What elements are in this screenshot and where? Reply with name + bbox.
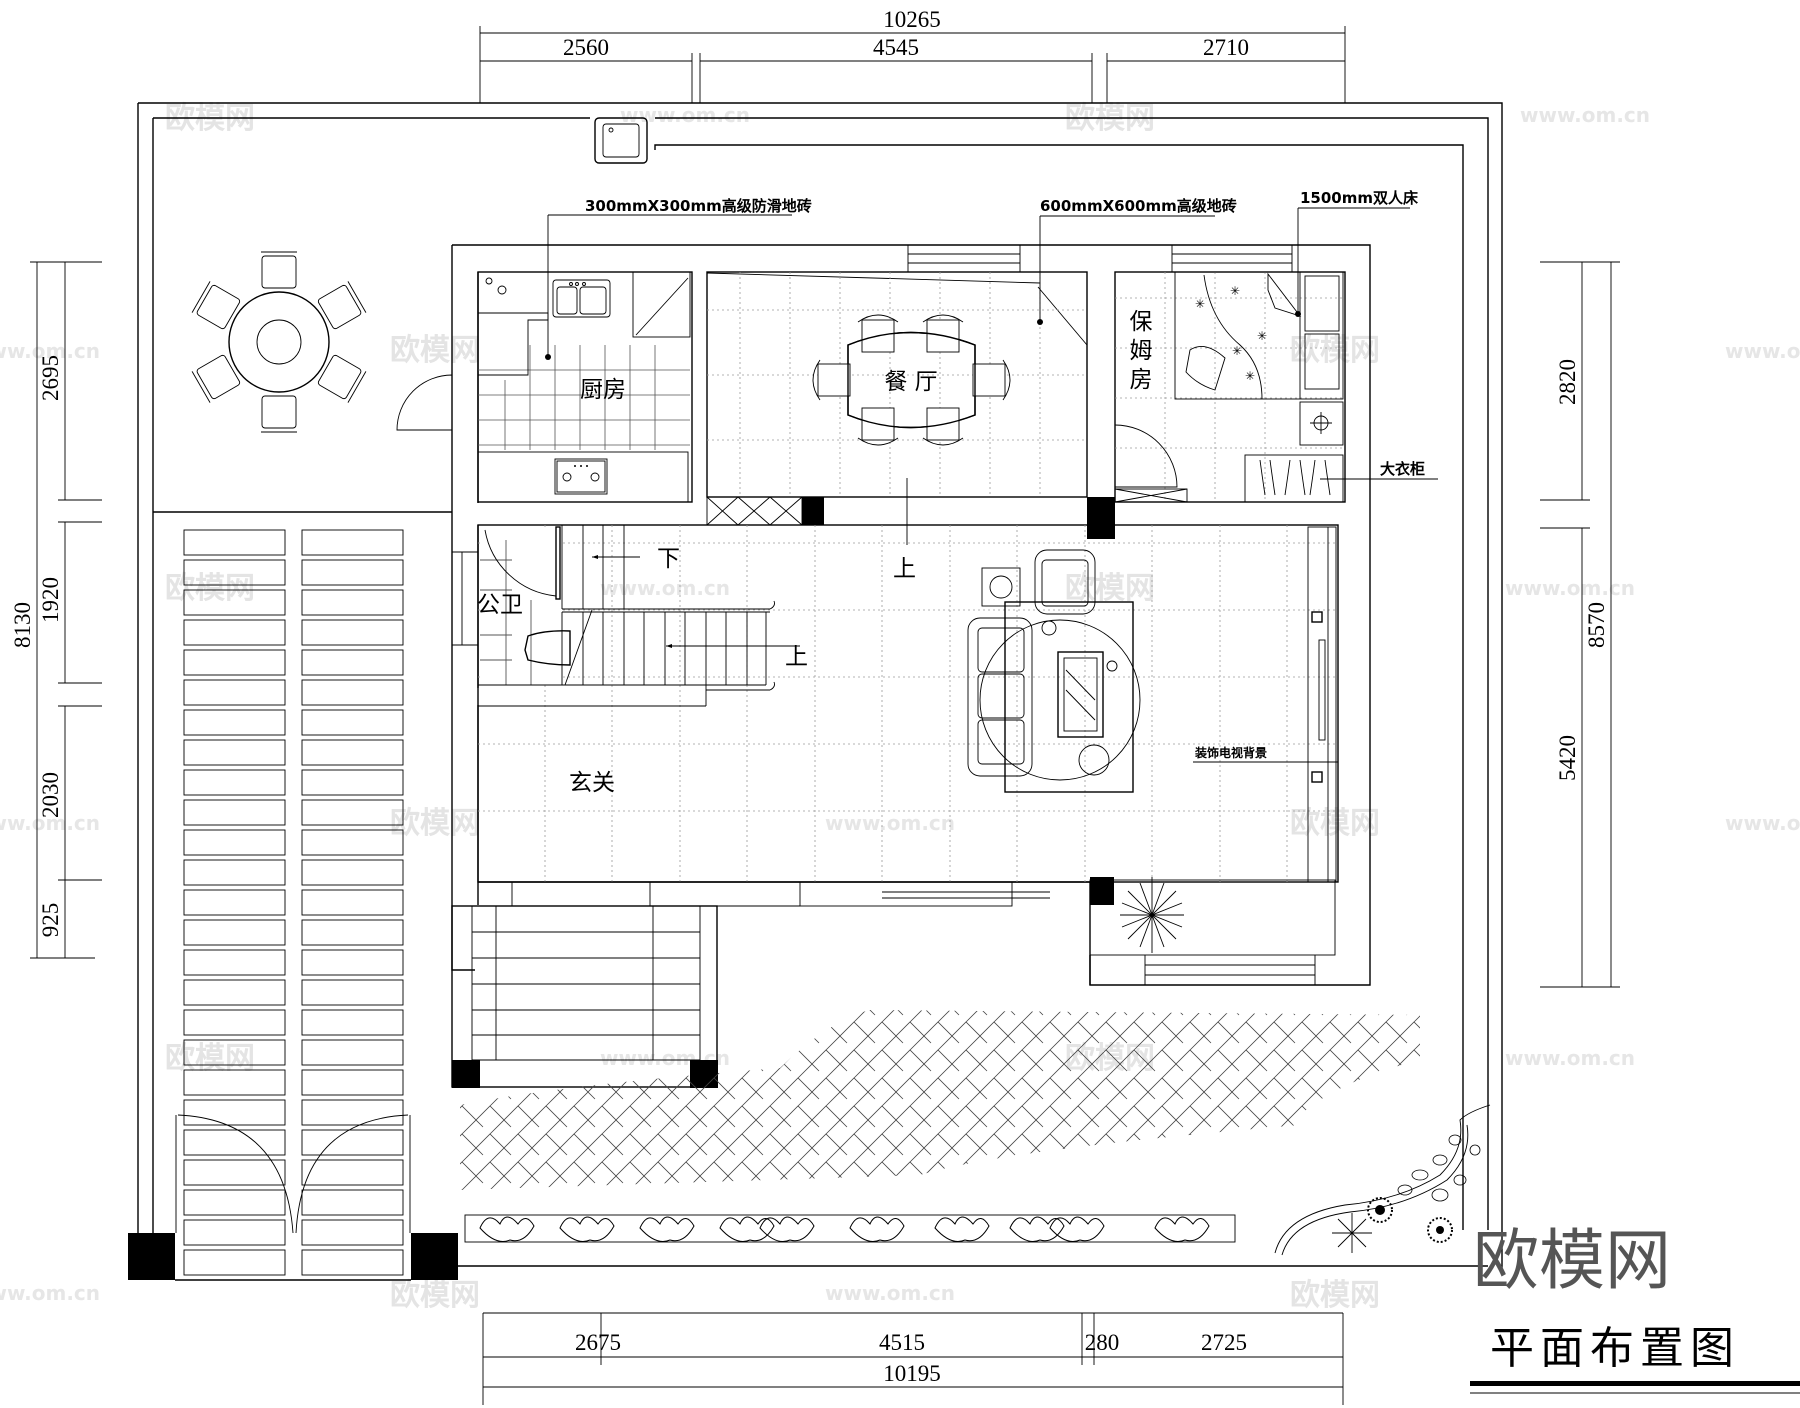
tv-wall-label: 装饰电视背景 (1194, 745, 1267, 760)
title-underline-thick (1470, 1381, 1800, 1386)
room-label-nanny-3: 房 (1130, 367, 1153, 393)
dim-right-total: 8570 (1584, 602, 1609, 648)
hedge-row (464, 1214, 1236, 1243)
room-label-dining: 餐 厅 (884, 369, 937, 395)
kitchen-room: 厨房 (477, 271, 693, 503)
tv-wall: 装饰电视背景 (1193, 526, 1338, 883)
svg-text:✳: ✳ (1230, 284, 1240, 298)
svg-text:✳: ✳ (1232, 344, 1242, 358)
toilet-icon (524, 630, 571, 666)
watermark: 欧模网 (1065, 571, 1155, 606)
gate-pillar-left (128, 1233, 175, 1280)
watermark-url: www.om.cn (0, 811, 100, 835)
watermark: 欧模网 (390, 333, 480, 368)
annotation-wardrobe: 大衣柜 (1320, 460, 1438, 480)
watermark-url: www.om.cn (1505, 1046, 1635, 1070)
side-porch (1089, 877, 1336, 985)
watermark: 欧模网 (390, 1278, 480, 1313)
wardrobe-label: 大衣柜 (1380, 460, 1425, 478)
gate-double-door (128, 1114, 458, 1281)
living-area: 公卫 (452, 524, 1339, 883)
kitchen-tile-label: 300mmX300mm高级防滑地砖 (585, 197, 812, 215)
stair-up-label: 上 (785, 644, 808, 670)
herringbone-paving (460, 1010, 1420, 1190)
dim-left-seg-2: 1920 (38, 577, 63, 623)
staircase: 下 上 上 (478, 525, 916, 707)
rock-garden (1274, 1104, 1491, 1256)
watermark-url: www.om.cn (600, 576, 730, 600)
watermark: 欧模网 (165, 571, 255, 606)
dim-left-seg-1: 2695 (38, 355, 63, 401)
watermark-url: www.om.cn (825, 1281, 955, 1305)
dim-top-seg-3: 2710 (1203, 35, 1249, 60)
dim-top-seg-2: 4545 (873, 35, 919, 60)
dining-up-label: 上 (893, 556, 916, 582)
dim-right-seg-2: 5420 (1555, 735, 1580, 781)
double-bed-icon: ✳ ✳ ✳ ✳ ✳ (1174, 271, 1344, 400)
watermark: 欧模网 (1290, 806, 1380, 841)
left-dimensions: 8130 2695 1920 2030 925 (10, 261, 102, 959)
wardrobe-icon (1244, 454, 1344, 503)
dim-bottom-seg-1: 2675 (575, 1330, 621, 1355)
dim-bottom-seg-4: 2725 (1201, 1330, 1247, 1355)
dining-table-icon (812, 314, 1011, 446)
stove-icon (554, 458, 608, 495)
annotation-floor-tile: 600mmX600mm高级地砖 (1037, 197, 1237, 325)
watermark-url: www.om.cn (1725, 811, 1800, 835)
drawing-title: 平面布置图 (1490, 1323, 1740, 1374)
dim-right-seg-1: 2820 (1555, 359, 1580, 405)
sofa-set-icon (967, 549, 1141, 793)
stair-down-label: 下 (657, 546, 680, 572)
public-bathroom: 公卫 (452, 526, 593, 686)
right-dimensions: 2820 8570 5420 (1540, 261, 1620, 988)
nanny-room: ✳ ✳ ✳ ✳ ✳ 保 姆 房 (1114, 271, 1346, 503)
room-label-public-bath: 公卫 (477, 592, 523, 618)
nightstand-icon (1299, 401, 1344, 446)
potted-plant-icon (1120, 877, 1184, 953)
annotation-kitchen-tile: 300mmX300mm高级防滑地砖 (545, 197, 812, 360)
watermark-url: www.om.cn (0, 339, 100, 363)
watermark-url: www.om.cn (1520, 103, 1650, 127)
watermark-url: www.om.cn (1725, 339, 1800, 363)
annotation-double-bed: 1500mm双人床 (1295, 189, 1419, 317)
watermark: 欧模网 (1290, 1278, 1380, 1313)
brand-watermark: 欧模网 (1473, 1222, 1671, 1299)
sink-icon (594, 117, 648, 164)
double-bed-label: 1500mm双人床 (1300, 189, 1419, 207)
dining-room: 餐 厅 (706, 271, 1115, 545)
room-label-nanny-1: 保 (1130, 309, 1153, 335)
room-label-kitchen: 厨房 (580, 377, 626, 403)
watermark-url: www.om.cn (0, 1281, 100, 1305)
dim-top-seg-1: 2560 (563, 35, 609, 60)
watermarks: 欧模网 www.om.cn 欧模网 www.om.cn www.om.cn 欧模… (0, 101, 1800, 1313)
svg-text:✳: ✳ (1257, 329, 1267, 343)
watermark-url: www.om.cn (825, 811, 955, 835)
bottom-dimensions: 2675 4515 280 2725 10195 (482, 1312, 1344, 1405)
kitchen-sink-icon (552, 279, 611, 318)
dim-left-seg-4: 925 (38, 903, 63, 938)
dim-bottom-total: 10195 (883, 1361, 941, 1386)
site-boundary (137, 102, 1503, 1270)
floor-tile-label: 600mmX600mm高级地砖 (1040, 197, 1237, 215)
dim-bottom-seg-3: 280 (1085, 1330, 1120, 1355)
room-label-nanny-2: 姆 (1130, 338, 1153, 364)
gate-pillar-right (411, 1233, 458, 1280)
svg-text:✳: ✳ (1195, 297, 1205, 311)
round-dining-table-icon (191, 251, 367, 433)
paver-strip-left (183, 529, 404, 1276)
top-dimensions: 10265 2560 4545 2710 (479, 7, 1346, 103)
watermark-url: www.om.cn (620, 103, 750, 127)
dim-left-total: 8130 (10, 602, 35, 648)
kitchen-side-door (396, 374, 453, 431)
dim-left-seg-3: 2030 (38, 772, 63, 818)
dim-bottom-seg-2: 4515 (879, 1330, 925, 1355)
svg-text:✳: ✳ (1245, 369, 1255, 383)
room-label-foyer: 玄关 (569, 770, 615, 796)
watermark: 欧模网 (390, 806, 480, 841)
watermark: 欧模网 (1290, 333, 1380, 368)
dim-top-total: 10265 (883, 7, 941, 32)
watermark-url: www.om.cn (1505, 576, 1635, 600)
watermark: 欧模网 (165, 1041, 255, 1076)
